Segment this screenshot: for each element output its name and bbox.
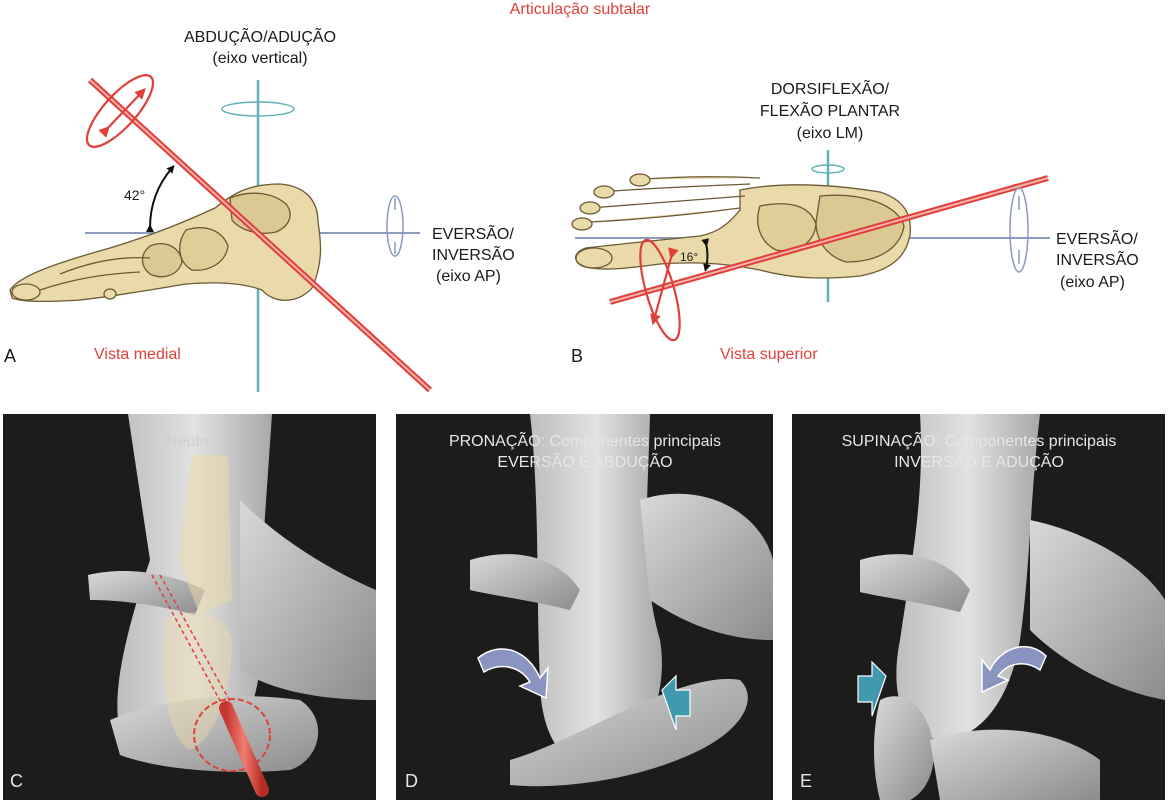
figure-title: Articulação subtalar [509, 1, 651, 18]
panel-d-photo [396, 414, 773, 800]
foot-bones-medial [9, 183, 322, 302]
panel-letter-c: C [10, 771, 23, 791]
inversion-arrow-icon [857, 660, 887, 717]
panel-letter-b: B [571, 346, 584, 366]
panel-letter-e: E [800, 771, 813, 791]
ap-axis-label-b-line1: EVERSÃO/ [1056, 231, 1138, 248]
panel-letter-d: D [405, 771, 418, 791]
angle-label-b: 16° [680, 250, 699, 264]
panel-b [571, 150, 1050, 342]
panel-c-photo [3, 414, 376, 800]
ap-axis-sublabel-b: (eixo AP) [1060, 274, 1125, 291]
supination-caption-line1: SUPINAÇÃO: Componentes principais [841, 433, 1117, 450]
vertical-axis-title: ABDUÇÃO/ADUÇÃO [183, 29, 337, 46]
angle-arc-42 [145, 164, 175, 233]
ap-axis-rotation-icon-b [1009, 187, 1029, 273]
panel-a [9, 74, 433, 393]
vertical-axis-subtitle: (eixo vertical) [212, 50, 308, 67]
supination-caption-line2: INVERSÃO E ADUÇÃO [894, 454, 1064, 471]
ap-axis-label-line2: INVERSÃO [432, 247, 515, 264]
angle-label-a: 42° [124, 187, 146, 203]
ap-axis-rotation-icon [386, 195, 404, 257]
view-label-a: Vista medial [94, 346, 181, 363]
ap-axis-label-b-line2: INVERSÃO [1056, 252, 1139, 269]
lm-axis-sublabel: (eixo LM) [796, 125, 864, 142]
ap-axis-sublabel: (eixo AP) [436, 268, 501, 285]
pronation-caption-line2: EVERSÃO E ABDUÇÃO [497, 454, 673, 471]
abduction-arrow-icon [477, 648, 549, 700]
angle-arc-16 [701, 238, 711, 272]
pronation-caption-line1: PRONAÇÃO: Componentes principais [448, 433, 722, 450]
vertical-axis-rotation-icon [221, 101, 295, 117]
view-label-b: Vista superior [720, 346, 818, 363]
lm-axis-label-line2: FLEXÃO PLANTAR [759, 103, 901, 120]
panel-e-photo [792, 414, 1165, 800]
lm-axis-label-line1: DORSIFLEXÃO/ [770, 81, 890, 98]
rotation-circle-icon [193, 698, 271, 772]
neutral-caption: Neutro [165, 433, 215, 450]
eversion-arrow-icon [661, 674, 691, 731]
lm-axis-rotation-icon [811, 164, 845, 174]
adduction-arrow-icon [981, 645, 1047, 694]
ap-axis-label-line1: EVERSÃO/ [432, 226, 514, 243]
panel-letter-a: A [4, 346, 17, 366]
